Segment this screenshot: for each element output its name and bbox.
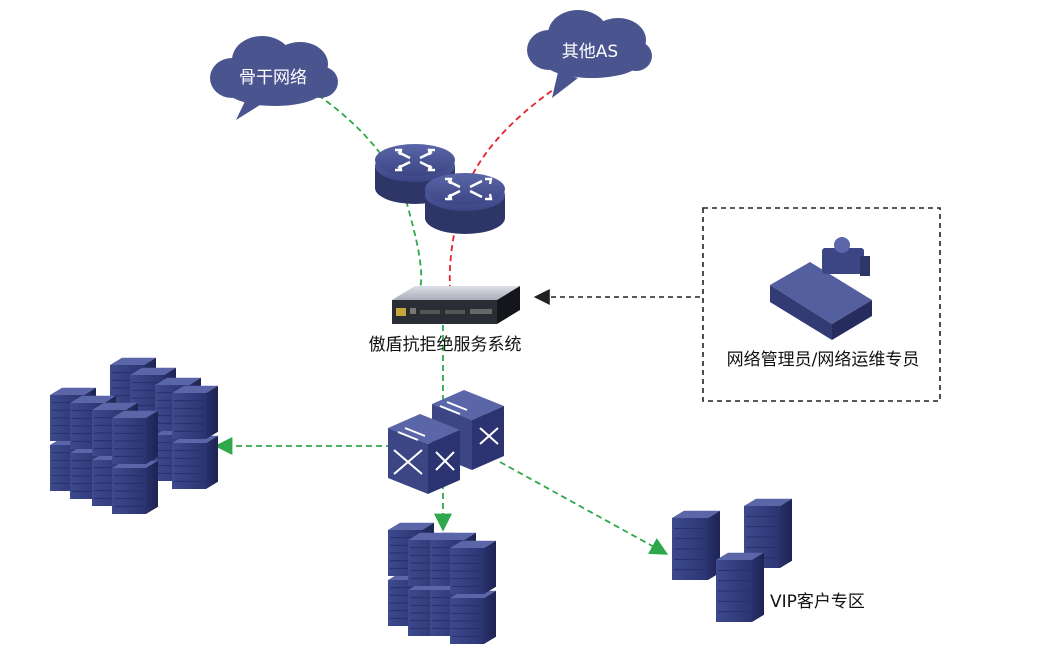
server-rack-icon <box>716 552 764 622</box>
admin-box <box>702 207 941 402</box>
admin-label: 网络管理员/网络运维专员 <box>726 350 920 370</box>
server-cluster-vip <box>672 498 792 622</box>
router-arrows-icon <box>395 148 435 172</box>
server-rack-icon <box>450 540 496 594</box>
link-switch-to-vip <box>499 461 669 555</box>
cloud-other-as: 其他AS <box>527 10 652 98</box>
cloud-other-as-label: 其他AS <box>562 42 618 62</box>
vip-zone-label: VIP客户专区 <box>770 592 865 612</box>
router-other-as <box>425 173 505 234</box>
core-switch-pair <box>388 390 504 494</box>
admin-avatar-icon <box>834 237 850 253</box>
server-rack-icon <box>172 435 218 489</box>
cloud-backbone-label: 骨干网络 <box>239 68 307 88</box>
server-cluster-left <box>50 357 218 514</box>
server-rack-icon <box>450 590 496 644</box>
server-cluster-bottom <box>388 522 496 644</box>
server-rack-icon <box>172 385 218 439</box>
link-backbone-to-system <box>317 94 423 289</box>
router-arrows-icon <box>445 177 493 201</box>
ddos-system-label: 傲盾抗拒绝服务系统 <box>368 335 522 355</box>
switch-arrows-icon <box>393 401 499 475</box>
server-rack-icon <box>112 410 158 464</box>
server-rack-icon <box>672 510 720 580</box>
cloud-backbone: 骨干网络 <box>210 36 338 120</box>
link-otheras-to-system <box>448 84 561 289</box>
server-rack-icon <box>112 460 158 514</box>
links <box>214 84 700 555</box>
ddos-appliance <box>392 286 520 324</box>
